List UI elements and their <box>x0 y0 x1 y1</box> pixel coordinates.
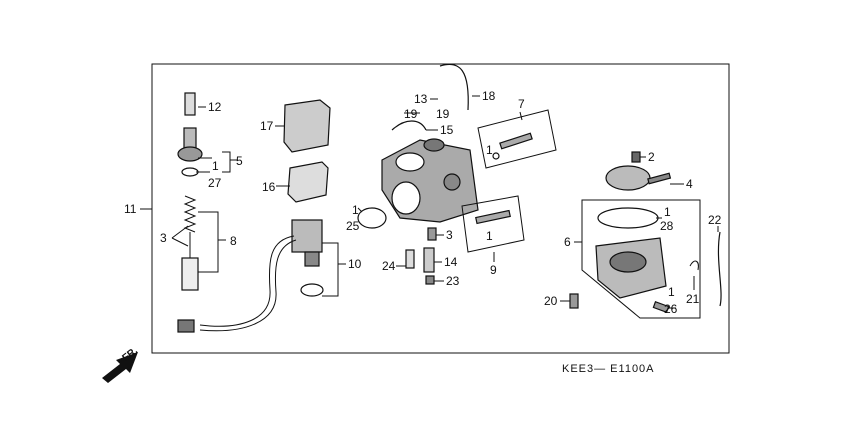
callout-1-screw: 1 <box>668 285 675 299</box>
callout-19-left: 19 <box>404 107 418 121</box>
callout-3-needle: 3 <box>160 231 167 245</box>
callout-1-float: 1 <box>664 205 671 219</box>
callout-1-kit7: 1 <box>486 143 493 157</box>
callout-28: 28 <box>660 219 674 233</box>
part-9-kit-outline <box>461 195 525 253</box>
callout-19-right: 19 <box>436 107 450 121</box>
part-2-clip <box>631 151 641 163</box>
callout-10: 10 <box>348 257 362 271</box>
callout-1-jet: 1 <box>212 159 219 173</box>
callout-14: 14 <box>444 255 458 269</box>
callout-15: 15 <box>440 123 454 137</box>
jet-needle-assembly <box>177 92 203 291</box>
callout-25: 25 <box>346 219 360 233</box>
part-22-hose <box>717 231 722 307</box>
callout-18: 18 <box>482 89 496 103</box>
part-28-gasket <box>597 207 659 229</box>
callout-3-jet: 3 <box>446 228 453 242</box>
part-16-cover <box>287 161 329 203</box>
callout-labels: 12 5 1 27 11 3 8 17 16 10 13 18 19 19 15… <box>120 89 721 375</box>
diagram-code: KEE3— E1100A <box>562 363 655 375</box>
front-direction-arrow <box>102 352 138 383</box>
part-17-cover <box>283 99 331 153</box>
part-10-auto-choke <box>177 219 324 333</box>
callout-6: 6 <box>564 235 571 249</box>
callout-8: 8 <box>230 234 237 248</box>
part-24-jet <box>405 249 415 269</box>
callout-1-gasket: 1 <box>352 203 359 217</box>
callout-27: 27 <box>208 176 222 190</box>
part-7-kit-outline <box>477 109 557 169</box>
callout-4: 4 <box>686 177 693 191</box>
callout-1-kit9: 1 <box>486 229 493 243</box>
callout-24: 24 <box>382 259 396 273</box>
callout-13: 13 <box>414 92 428 106</box>
part-8-slide <box>181 257 199 291</box>
callout-16: 16 <box>262 180 276 194</box>
part-5-nut <box>177 146 203 162</box>
callout-20: 20 <box>544 294 558 308</box>
part-12-cap <box>184 92 196 116</box>
part-21-clip <box>689 260 699 271</box>
part-5-holder-top <box>183 127 197 149</box>
callout-7: 7 <box>518 97 525 111</box>
callout-22: 22 <box>708 213 722 227</box>
part-20-screw <box>569 293 579 309</box>
callout-26: 26 <box>664 302 678 316</box>
callout-9: 9 <box>490 263 497 277</box>
carburetor-body <box>381 63 479 223</box>
part-4-valve <box>605 165 651 191</box>
callout-11: 11 <box>124 202 137 216</box>
part-26-screw <box>652 301 670 313</box>
callout-2: 2 <box>648 150 655 164</box>
part-6-kit-outline <box>581 199 701 319</box>
callout-21: 21 <box>686 292 700 306</box>
part-3-jet <box>427 227 437 241</box>
callout-12: 12 <box>208 100 222 114</box>
callout-23: 23 <box>446 274 460 288</box>
part-23-screw <box>425 275 435 285</box>
part-14-jet <box>423 247 435 273</box>
callout-5: 5 <box>236 154 243 168</box>
part-25-gasket <box>357 207 387 229</box>
callout-17: 17 <box>260 119 274 133</box>
part-8-spring <box>183 195 197 233</box>
part-27-washer <box>181 167 199 177</box>
